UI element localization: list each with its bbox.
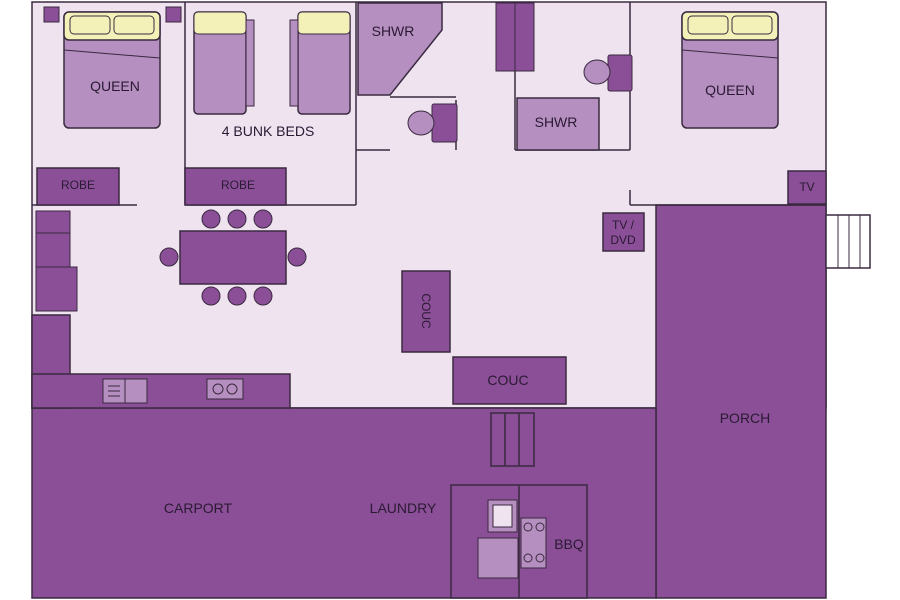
cooktop: [206, 378, 244, 400]
chair: [253, 286, 273, 306]
tv-dvd-label-line1: TV /: [612, 218, 635, 232]
entry-steps: [825, 214, 871, 269]
back-steps: [490, 412, 535, 467]
queen-right-label: QUEEN: [705, 82, 755, 98]
washing-machine: [477, 537, 519, 579]
chair: [253, 209, 273, 229]
dining-table: [179, 230, 287, 285]
chair: [227, 209, 247, 229]
robe-mid: [184, 167, 287, 206]
cabinet: [35, 232, 71, 268]
couch-horizontal: [452, 356, 567, 405]
queen-left-label: QUEEN: [90, 78, 140, 94]
shower-right: [516, 97, 600, 151]
chair: [287, 247, 307, 267]
couch-vertical-label: COUC: [419, 293, 433, 329]
bbq-label: BBQ: [554, 536, 584, 552]
couch-horizontal-label: COUC: [487, 372, 528, 388]
toilet-right: [583, 54, 633, 92]
shower-left-label: SHWR: [372, 23, 415, 39]
fridge: [35, 266, 78, 312]
robe-mid-label: ROBE: [221, 178, 255, 192]
bunk-beds-label: 4 BUNK BEDS: [222, 123, 315, 139]
shower-left: [357, 2, 443, 96]
chair: [159, 247, 179, 267]
tv-unit: [787, 170, 827, 205]
chair: [201, 286, 221, 306]
dryer-window: [492, 504, 513, 528]
toilet-left: [407, 103, 458, 143]
couch-vertical: [401, 270, 451, 353]
tv-dvd-unit: [602, 212, 645, 252]
porch-area: [655, 204, 827, 599]
queen-bed-right: [681, 11, 779, 129]
carport-label: CARPORT: [164, 500, 233, 516]
robe-left: [36, 167, 120, 206]
bunk-bed-2: [289, 11, 351, 115]
robe-left-label: ROBE: [61, 178, 95, 192]
bedside-table: [165, 6, 182, 23]
laundry-label: LAUNDRY: [370, 500, 437, 516]
shower-right-label: SHWR: [535, 114, 578, 130]
chair: [227, 286, 247, 306]
bedside-table: [43, 6, 60, 23]
tv-label: TV: [799, 180, 814, 194]
chair: [201, 209, 221, 229]
porch-label: PORCH: [720, 410, 771, 426]
bunk-bed-1: [193, 11, 255, 115]
cabinet: [35, 210, 71, 234]
kitchen-counter: [31, 373, 291, 409]
tv-dvd-label-line2: DVD: [610, 233, 636, 247]
kitchen-sink: [102, 378, 148, 404]
queen-bed-left: [63, 11, 161, 129]
bbq-grill: [520, 517, 547, 569]
